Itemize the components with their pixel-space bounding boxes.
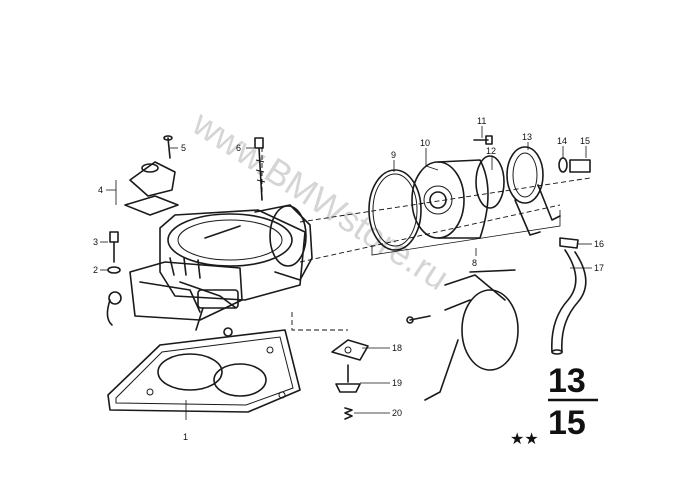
choke-housing [254,204,313,281]
washer-14 [558,157,568,173]
callout-2: 2 [93,265,98,275]
callout-10: 10 [420,138,430,148]
o-ring-12 [475,155,505,209]
callout-18: 18 [392,343,402,353]
group-number-top: 13 [548,362,586,400]
callout-9: 9 [391,150,396,160]
spring-20 [344,407,353,420]
bracket-8 [371,210,561,256]
callout-leaders [100,126,592,420]
callout-labels: 1 2 3 4 5 6 8 9 10 11 12 13 14 15 16 17 … [93,116,604,442]
group-number: 13 15 [548,362,598,442]
carburettor-body [106,209,306,337]
flange-gasket-18 [331,339,369,361]
screw-5 [163,135,173,159]
callout-17: 17 [594,263,604,273]
callout-3: 3 [93,237,98,247]
callout-5: 5 [181,143,186,153]
washer-2 [107,266,121,274]
hose-17 [551,249,587,355]
callout-1: 1 [183,432,188,442]
callout-16: 16 [594,239,604,249]
hose-clamp-16 [559,237,579,249]
callout-8: 8 [472,258,477,268]
group-number-bottom: 15 [548,404,586,442]
screw-11 [473,135,493,145]
rating-stars: ★★ [510,429,539,448]
callout-19: 19 [392,378,402,388]
banjo-bolt-15 [569,159,591,173]
assembly-guide-lines [261,145,591,331]
callout-11: 11 [477,116,486,126]
callout-12: 12 [486,146,496,156]
callout-15: 15 [580,136,590,146]
base-gasket [107,329,301,413]
water-cover-13 [506,146,561,236]
watermark-text: www.BMWstore.ru [185,102,456,298]
callout-20: 20 [392,408,402,418]
callout-14: 14 [557,136,567,146]
screw-3 [109,231,119,263]
jet-19 [335,364,361,393]
vacuum-unit [406,269,519,401]
callout-13: 13 [522,132,532,142]
float-cover [124,161,179,216]
callout-4: 4 [98,185,103,195]
bolt-6 [254,137,266,201]
callout-6: 6 [236,143,241,153]
gasket-ring-9 [368,169,422,251]
